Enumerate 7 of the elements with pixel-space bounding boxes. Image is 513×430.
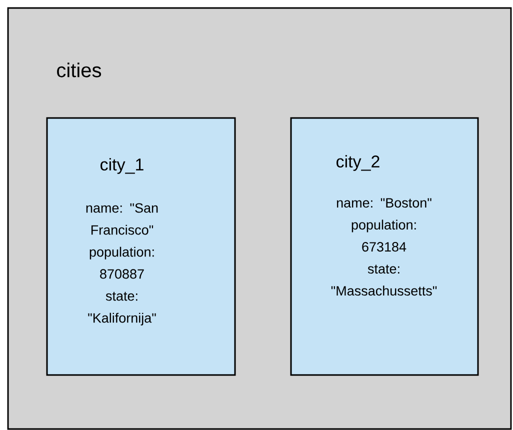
record-title: city_1 <box>100 158 144 174</box>
record-title: city_2 <box>336 155 380 171</box>
record-box <box>46 117 236 376</box>
record-box <box>290 117 479 376</box>
heading: cities <box>57 62 102 78</box>
field-list: name: "Boston" population: 673184 state: "Massachussetts" <box>331 198 437 296</box>
field-list: name: "San Francisco" population: 870887 state: "Kalifornija" <box>86 203 158 326</box>
